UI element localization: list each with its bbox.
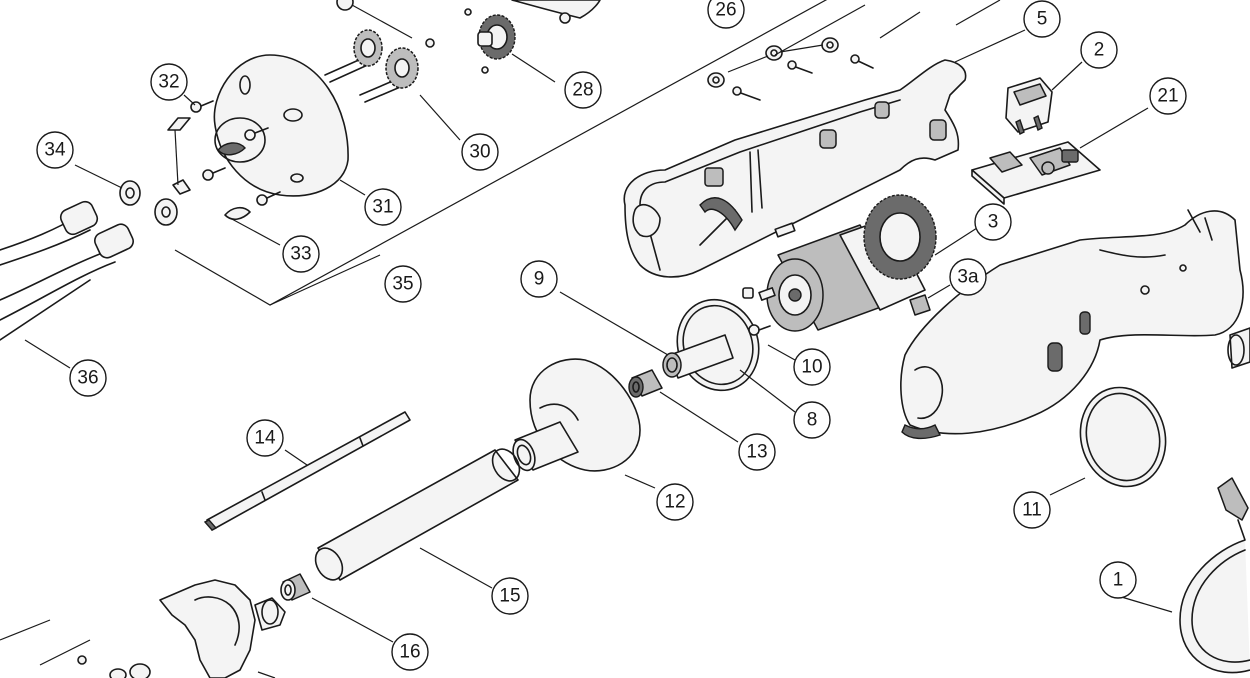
- svg-text:33: 33: [290, 244, 311, 265]
- callout-15: 15: [491, 577, 529, 615]
- part-screws-32-33: [167, 100, 281, 221]
- part-circuit-board-21: [971, 141, 1101, 205]
- callout-35: 35: [384, 265, 422, 303]
- svg-text:10: 10: [801, 357, 822, 378]
- callout-2: 2: [1080, 31, 1118, 69]
- svg-text:34: 34: [44, 140, 66, 161]
- callout-10: 10: [793, 348, 831, 386]
- part-edge-fitting: [1227, 327, 1250, 369]
- svg-text:12: 12: [664, 492, 685, 513]
- part-bell-housing-12: [512, 358, 641, 472]
- callout-26: 26: [707, 0, 745, 29]
- part-block-3a: [909, 294, 931, 316]
- part-shaft-14: [203, 411, 411, 531]
- svg-text:21: 21: [1157, 86, 1178, 107]
- svg-text:28: 28: [572, 80, 593, 101]
- svg-text:2: 2: [1094, 40, 1105, 61]
- part-gear-pair-30: [324, 29, 435, 103]
- svg-text:16: 16: [399, 642, 420, 663]
- callout-16: 16: [391, 633, 429, 671]
- callout-14: 14: [246, 419, 284, 457]
- part-tube-15: [314, 448, 521, 581]
- svg-text:35: 35: [392, 274, 413, 295]
- svg-text:32: 32: [158, 72, 179, 93]
- callout-5: 5: [1023, 0, 1061, 38]
- svg-text:30: 30: [469, 142, 490, 163]
- svg-text:36: 36: [77, 368, 98, 389]
- callout-11: 11: [1013, 491, 1051, 529]
- part-blade-guard: [0, 579, 286, 678]
- svg-text:1: 1: [1113, 570, 1124, 591]
- part-cable-harness: [0, 200, 134, 341]
- callout-21: 21: [1149, 77, 1187, 115]
- callout-3a: 3a: [949, 258, 987, 296]
- callout-12: 12: [656, 483, 694, 521]
- callout-1: 1: [1099, 561, 1137, 599]
- callout-8: 8: [793, 401, 831, 439]
- part-screws-10: [748, 324, 771, 336]
- part-switch-2: [1005, 77, 1053, 135]
- callout-34: 34: [36, 131, 74, 169]
- svg-text:3a: 3a: [957, 267, 979, 288]
- callout-28: 28: [564, 71, 602, 109]
- part-housing-right: [900, 209, 1244, 440]
- part-bushing-34: [119, 180, 178, 226]
- callout-13: 13: [738, 433, 776, 471]
- part-power-cable-1: [1179, 477, 1250, 674]
- part-housing-half-5: [623, 59, 967, 278]
- svg-text:5: 5: [1037, 9, 1048, 30]
- callout-3: 3: [974, 203, 1012, 241]
- svg-text:14: 14: [254, 428, 276, 449]
- svg-text:8: 8: [807, 410, 818, 431]
- callout-36: 36: [69, 359, 107, 397]
- leader-lines: [24, 0, 1173, 643]
- part-bushing-13: [628, 369, 663, 398]
- part-ring-11: [1079, 386, 1167, 488]
- svg-text:13: 13: [746, 442, 767, 463]
- callouts: 1 2 3 3a 5 8 9 10: [36, 0, 1187, 671]
- svg-text:15: 15: [499, 586, 520, 607]
- part-drive-gear-28: [464, 0, 601, 74]
- svg-text:9: 9: [534, 269, 545, 290]
- callout-32: 32: [150, 63, 188, 101]
- callout-33: 33: [282, 235, 320, 273]
- part-bushing-16: [280, 573, 311, 601]
- callout-30: 30: [461, 133, 499, 171]
- part-cone-housing: [213, 54, 349, 197]
- part-top-small-items: [336, 0, 413, 39]
- part-motor-3: [742, 194, 937, 336]
- part-spline-shaft-9: [662, 334, 734, 379]
- group-bracket-35: [174, 0, 828, 306]
- callout-9: 9: [520, 260, 558, 298]
- svg-text:3: 3: [988, 212, 999, 233]
- callout-31: 31: [364, 188, 402, 226]
- part-screws-nuts: [707, 37, 874, 101]
- svg-text:31: 31: [372, 197, 393, 218]
- svg-text:26: 26: [715, 0, 736, 21]
- svg-text:11: 11: [1022, 500, 1042, 521]
